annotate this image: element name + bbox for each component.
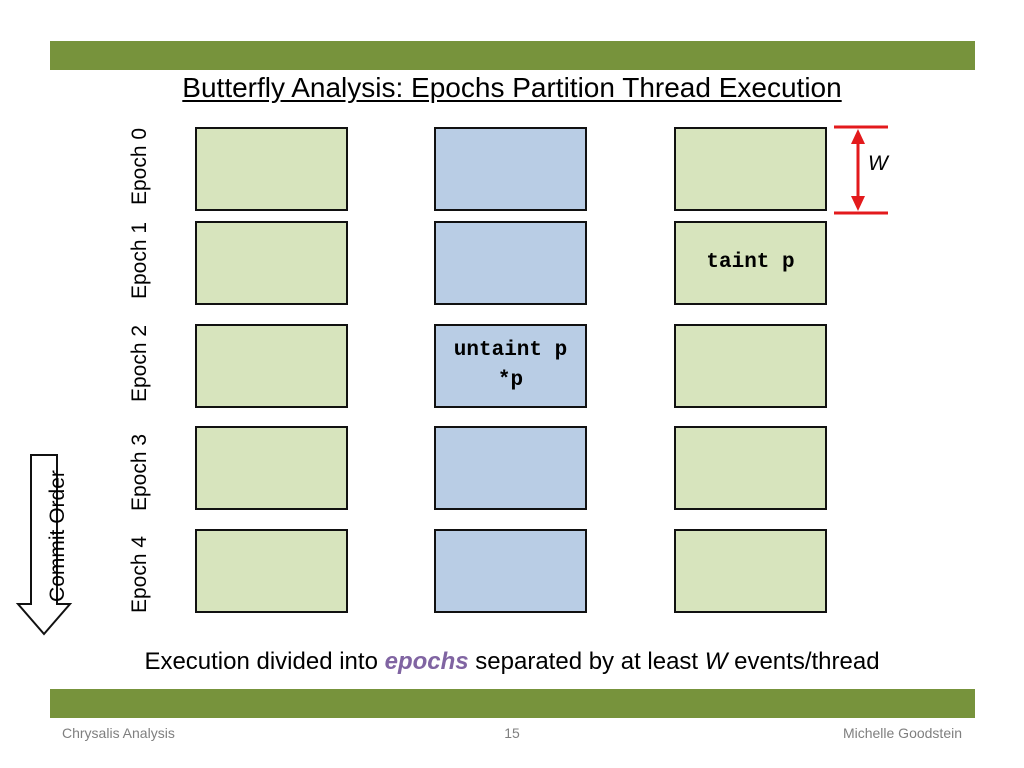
header-bar — [50, 41, 975, 70]
epoch-4-thread-1-block — [195, 529, 348, 613]
slide-number: 15 — [504, 725, 520, 741]
commit-order-label: Commit Order — [46, 470, 69, 602]
window-size-label: W — [868, 152, 888, 175]
window-size-marker — [834, 125, 888, 215]
epoch-4-thread-2-block — [434, 529, 587, 613]
epoch-3-thread-1-block — [195, 426, 348, 510]
slide-caption: Execution divided into epochs separated … — [0, 648, 1024, 676]
epoch-4-thread-3-block — [674, 529, 827, 613]
epoch-2-thread-2-block: untaint p *p — [434, 324, 587, 408]
epoch-label-4: Epoch 4 — [128, 535, 151, 613]
epoch-0-thread-2-block — [434, 127, 587, 211]
footer-left-text: Chrysalis Analysis — [62, 725, 175, 741]
caption-part-2: separated by at least — [468, 648, 705, 675]
epoch-3-thread-3-block — [674, 426, 827, 510]
epoch-label-2: Epoch 2 — [128, 324, 151, 402]
epoch-label-1: Epoch 1 — [128, 221, 151, 299]
epoch-1-thread-1-block — [195, 221, 348, 305]
caption-part-3: events/thread — [727, 648, 880, 675]
epoch-label-0: Epoch 0 — [128, 127, 151, 205]
epoch-label-3: Epoch 3 — [128, 433, 151, 511]
slide-title: Butterfly Analysis: Epochs Partition Thr… — [182, 72, 842, 103]
epoch-1-thread-2-block — [434, 221, 587, 305]
epoch-2-thread-3-block — [674, 324, 827, 408]
epoch-0-thread-1-block — [195, 127, 348, 211]
caption-w: W — [704, 648, 728, 675]
epoch-2-thread-1-block — [195, 324, 348, 408]
footer-bar — [50, 689, 975, 718]
caption-emphasis-epochs: epochs — [384, 648, 469, 675]
caption-part-1: Execution divided into — [144, 648, 385, 675]
epoch-1-thread-3-block: taint p — [674, 221, 827, 305]
epoch-3-thread-2-block — [434, 426, 587, 510]
epoch-0-thread-3-block — [674, 127, 827, 211]
commit-order-arrow-icon — [15, 454, 73, 636]
footer-author: Michelle Goodstein — [842, 725, 962, 741]
